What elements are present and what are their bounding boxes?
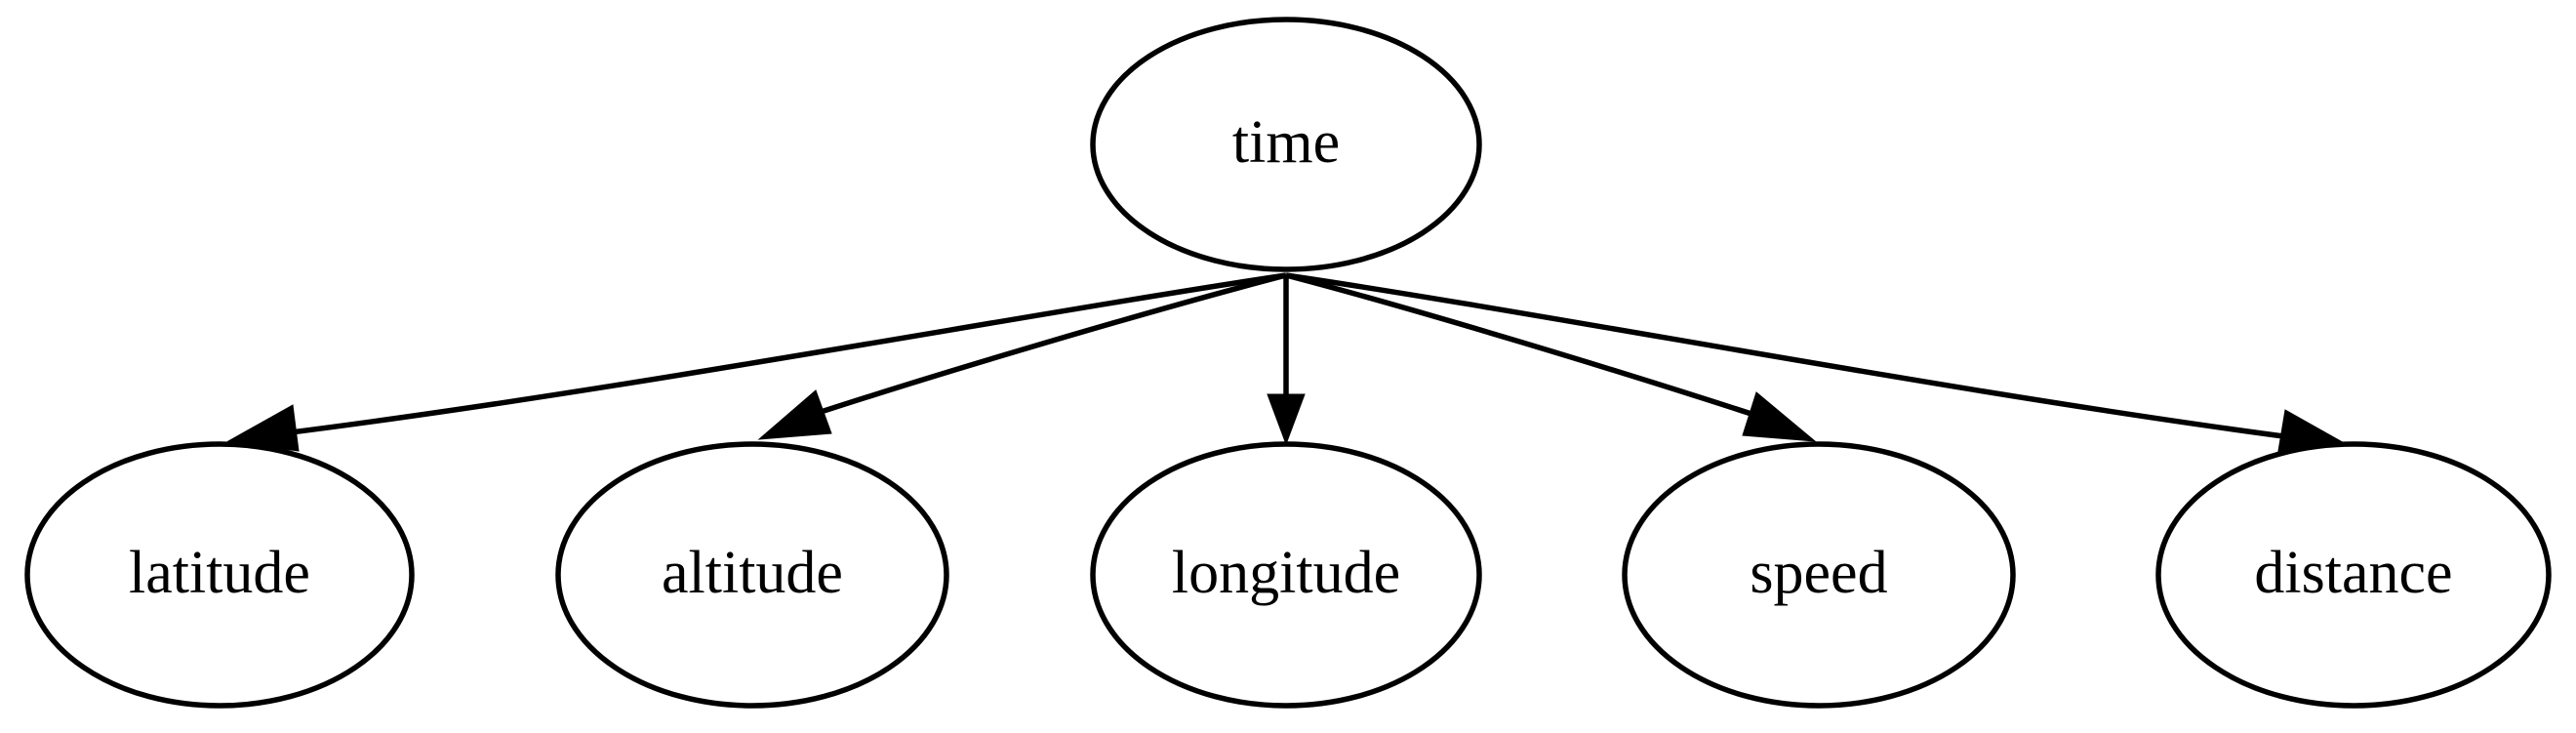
node-altitude-label: altitude [662, 540, 843, 606]
node-altitude-ellipse [555, 441, 949, 709]
node-time-ellipse [1090, 17, 1482, 272]
node-latitude-ellipse [24, 441, 415, 709]
edge-time-latitude[interactable] [226, 272, 1287, 452]
node-latitude[interactable]: latitude [24, 441, 415, 709]
node-distance[interactable]: distance [2155, 441, 2552, 709]
node-longitude-label: longitude [1172, 540, 1400, 606]
edge-time-altitude[interactable] [757, 272, 1287, 440]
node-altitude[interactable]: altitude [555, 441, 949, 709]
edge-time-altitude-arrowhead [757, 389, 832, 440]
edge-time-speed-arrowhead [1742, 391, 1817, 442]
edge-time-latitude-line [282, 272, 1287, 436]
node-distance-label: distance [2254, 540, 2452, 606]
node-layer: time latitude altitude longitude speed d… [24, 17, 2552, 709]
edge-time-distance[interactable] [1285, 272, 2350, 458]
node-latitude-label: latitude [129, 540, 310, 606]
edge-time-speed-line [1285, 272, 1761, 420]
node-distance-ellipse [2155, 441, 2552, 709]
edge-time-altitude-line [811, 272, 1287, 418]
node-longitude[interactable]: longitude [1090, 441, 1482, 709]
node-time[interactable]: time [1090, 17, 1482, 272]
edge-layer [226, 272, 2350, 458]
node-longitude-ellipse [1090, 441, 1482, 709]
edge-time-speed[interactable] [1285, 272, 1817, 442]
node-time-label: time [1232, 109, 1340, 176]
edge-time-longitude[interactable] [1267, 275, 1306, 446]
edge-time-distance-line [1285, 272, 2292, 440]
node-speed[interactable]: speed [1622, 441, 2016, 709]
node-speed-ellipse [1622, 441, 2016, 709]
edge-time-longitude-arrowhead [1267, 393, 1306, 446]
node-speed-label: speed [1750, 540, 1887, 606]
